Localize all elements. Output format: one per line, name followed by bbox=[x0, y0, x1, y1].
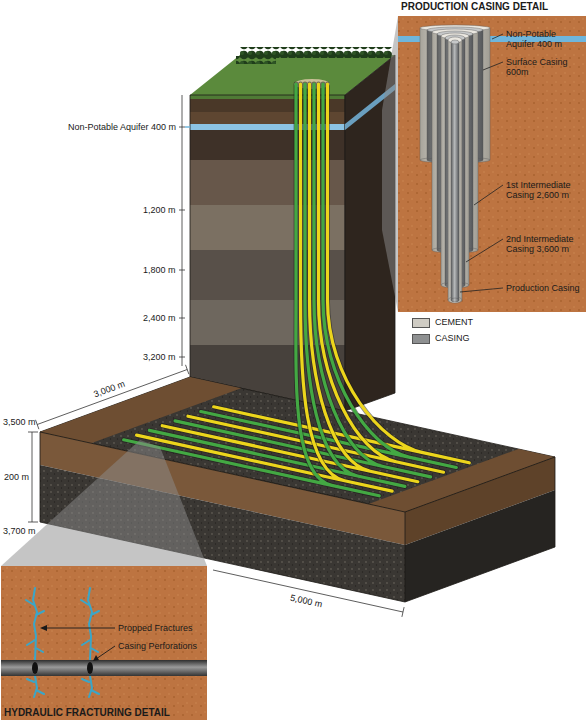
inset-ground bbox=[1, 566, 207, 720]
scale-tick bbox=[179, 210, 185, 211]
callout-label: Non-Potable Aquifer 400 m bbox=[506, 29, 585, 49]
well-bore bbox=[124, 84, 380, 496]
well-shadow bbox=[124, 84, 380, 496]
leader-line bbox=[44, 628, 115, 629]
scale-tick bbox=[179, 127, 185, 128]
well-shadow bbox=[162, 84, 417, 482]
panel-heading: HYDRAULIC FRACTURING DETAIL bbox=[4, 707, 204, 719]
casing-pipe bbox=[451, 298, 459, 302]
leader-line bbox=[460, 288, 503, 292]
leader-lines bbox=[460, 34, 503, 292]
inset-ground bbox=[398, 16, 586, 312]
dimension-line bbox=[32, 432, 33, 522]
legend-item: CEMENT bbox=[412, 317, 473, 328]
callout-label: Casing Perforations bbox=[118, 641, 197, 651]
leader-line bbox=[492, 34, 503, 39]
arrowhead bbox=[93, 655, 99, 661]
fracture-line bbox=[81, 588, 99, 697]
dimension-line bbox=[213, 570, 403, 612]
scale-bar bbox=[182, 95, 183, 366]
slab-edge bbox=[405, 512, 406, 602]
perforation bbox=[32, 662, 38, 674]
legend-text: CASING bbox=[435, 333, 470, 343]
callout-cone bbox=[1, 440, 207, 566]
fracture bbox=[26, 588, 44, 697]
dimension-tick bbox=[36, 420, 39, 429]
dimension-label: 200 m bbox=[4, 472, 29, 482]
dimension-line bbox=[37, 370, 187, 425]
fracture bbox=[81, 588, 99, 697]
scale-tick bbox=[179, 357, 185, 358]
arrowhead bbox=[40, 625, 47, 631]
dimension-tick bbox=[186, 365, 189, 374]
callout-label: 1st Intermediate Casing 2,600 m bbox=[506, 180, 585, 200]
well-bore bbox=[137, 84, 393, 491]
casing-pipe bbox=[451, 42, 459, 300]
depth-label: 1,200 m bbox=[143, 205, 176, 215]
callout-cone bbox=[382, 16, 398, 312]
callout-label: Propped Fractures bbox=[118, 623, 193, 633]
scale-tick bbox=[179, 270, 185, 271]
cement-sheath bbox=[448, 297, 462, 303]
aquifer-marker bbox=[185, 126, 190, 128]
well-bore bbox=[162, 84, 417, 482]
dimension-tick bbox=[28, 522, 38, 523]
dimension-tick bbox=[28, 432, 38, 433]
well-shadow bbox=[149, 84, 405, 486]
fracture-line bbox=[26, 588, 44, 697]
dimension-label: 3,000 m bbox=[92, 379, 126, 400]
leader-line bbox=[483, 62, 503, 70]
depth-label: 1,800 m bbox=[143, 265, 176, 275]
leader-line bbox=[96, 646, 115, 659]
callout-label: 2nd Intermediate Casing 3,600 m bbox=[506, 234, 585, 254]
casing-string bbox=[420, 25, 490, 303]
perforation bbox=[87, 662, 93, 674]
depth-label: 2,400 m bbox=[143, 313, 176, 323]
leader-line bbox=[474, 185, 503, 205]
dimension-tick bbox=[402, 607, 404, 617]
casing-pipe bbox=[451, 40, 459, 44]
callout-label: Surface Casing 600m bbox=[506, 57, 585, 77]
depth-label: 3,500 m bbox=[3, 417, 36, 427]
cement-sheath bbox=[448, 40, 462, 300]
well-shadow bbox=[137, 84, 393, 491]
leader-line bbox=[466, 239, 503, 262]
depth-label: 3,700 m bbox=[3, 526, 36, 536]
legend-swatch bbox=[412, 334, 430, 344]
cement-sheath bbox=[448, 37, 462, 43]
panel-heading: PRODUCTION CASING DETAIL bbox=[401, 1, 583, 13]
scale-tick bbox=[179, 318, 185, 319]
shale-section bbox=[405, 490, 555, 602]
leader-lines bbox=[44, 628, 115, 659]
legend-item: CASING bbox=[412, 333, 470, 344]
well-bore bbox=[149, 84, 405, 486]
casing-pipe bbox=[1, 660, 207, 676]
tree-line bbox=[236, 56, 276, 64]
dimension-label: 5,000 m bbox=[289, 593, 323, 610]
legend-text: CEMENT bbox=[435, 317, 473, 327]
depth-label: 3,200 m bbox=[143, 352, 176, 362]
legend-swatch bbox=[412, 318, 430, 328]
depth-scale bbox=[179, 95, 190, 366]
callout-label: Production Casing bbox=[506, 283, 585, 293]
depth-label: Non-Potable Aquifer 400 m bbox=[68, 122, 176, 132]
